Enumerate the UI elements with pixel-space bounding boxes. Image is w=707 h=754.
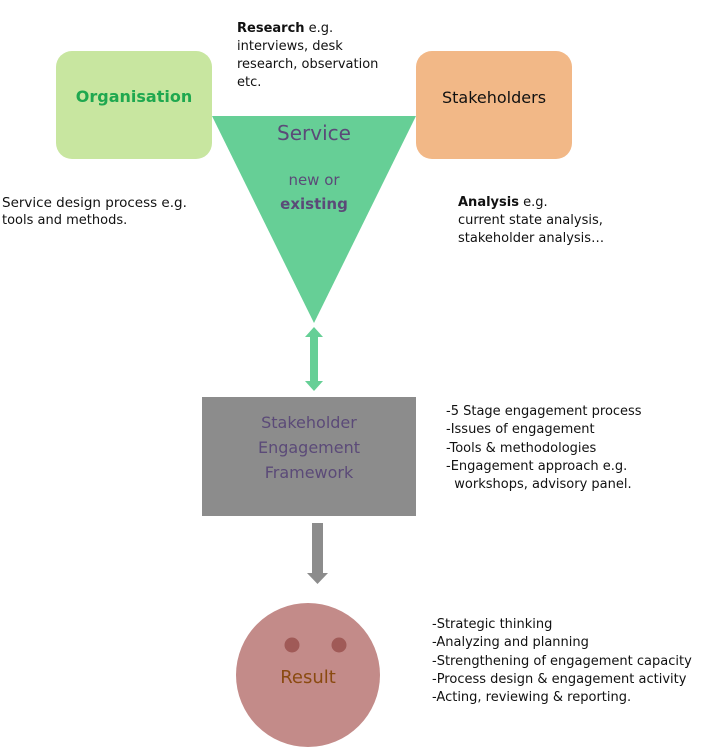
list-item: -Tools & methodologies — [446, 440, 597, 456]
stakeholders-label: Stakeholders — [441, 88, 547, 107]
bidirectional-arrow-icon — [305, 327, 323, 391]
research-heading: Research — [237, 21, 305, 36]
framework-line3: Framework — [264, 463, 354, 482]
organisation-box: Organisation — [56, 51, 212, 159]
list-item: -Process design & engagement activity — [432, 671, 687, 687]
research-line: interviews, desk — [237, 39, 343, 54]
research-eg: e.g. — [304, 21, 334, 36]
result-circle — [236, 603, 380, 747]
list-item: -5 Stage engagement process — [446, 404, 642, 419]
result-items-list: -Strategic thinking -Analyzing and plann… — [432, 616, 692, 707]
service-design-note: Service design process e.g. tools and me… — [2, 194, 187, 230]
list-item: -Analyzing and planning — [432, 635, 589, 651]
service-design-line2: tools and methods. — [2, 213, 128, 228]
list-item: workshops, advisory panel. — [446, 477, 632, 493]
service-subtitle-line2: existing — [280, 195, 348, 213]
organisation-label: Organisation — [75, 87, 193, 106]
result-eye-right — [331, 637, 347, 653]
service-triangle — [212, 116, 416, 323]
list-item: -Acting, reviewing & reporting. — [432, 690, 632, 706]
down-arrow-icon — [307, 523, 328, 584]
service-title: Service — [277, 121, 351, 145]
list-item: -Issues of engagement — [446, 422, 595, 438]
framework-items-list: -5 Stage engagement process -Issues of e… — [446, 403, 642, 494]
framework-line2: Engagement — [257, 438, 361, 457]
service-subtitle-line1: new or — [288, 171, 340, 189]
service-subtitle: new or existing — [212, 168, 416, 216]
analysis-line: stakeholder analysis… — [458, 231, 605, 246]
stakeholders-box: Stakeholders — [416, 51, 572, 159]
list-item: -Strengthening of engagement capacity — [432, 653, 692, 669]
analysis-eg: e.g. — [518, 195, 548, 210]
service-design-line1: Service design process e.g. — [2, 195, 187, 211]
research-note: Research e.g. interviews, desk research,… — [237, 20, 378, 92]
research-line: etc. — [237, 75, 262, 90]
list-item: -Strategic thinking — [432, 617, 553, 632]
result-label: Result — [280, 667, 336, 688]
result-eye-left — [284, 637, 300, 653]
analysis-note: Analysis e.g. current state analysis, st… — [458, 194, 604, 248]
analysis-line: current state analysis, — [458, 213, 603, 228]
framework-line1: Stakeholder — [261, 413, 357, 432]
list-item: -Engagement approach e.g. — [446, 458, 628, 474]
engagement-framework-box: Stakeholder Engagement Framework — [202, 397, 416, 516]
research-line: research, observation — [237, 57, 379, 72]
analysis-heading: Analysis — [458, 195, 519, 210]
